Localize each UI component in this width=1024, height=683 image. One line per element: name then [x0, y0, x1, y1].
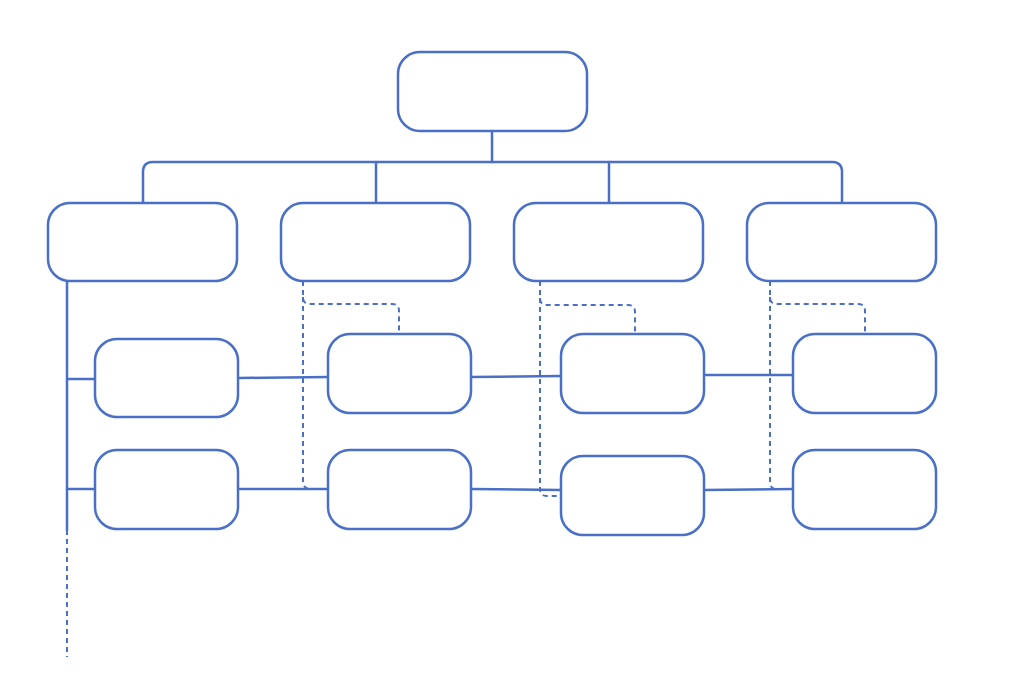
row-1-link-b — [469, 374, 563, 379]
branch-node-3 — [512, 201, 705, 283]
child-node-4-1 — [791, 332, 938, 415]
child-node-2-1 — [326, 332, 473, 415]
cross-links — [236, 373, 795, 492]
child-node-2-2 — [326, 448, 473, 531]
branch-3-dashed-link-bottom — [539, 298, 561, 497]
child-node-1-1 — [93, 337, 240, 419]
branch-1-connectors — [65, 279, 97, 657]
row-2-link-b — [469, 487, 563, 492]
child-node-1-2 — [93, 448, 240, 531]
branch-node-1 — [46, 201, 239, 283]
branch-2-dashed-link-top — [302, 281, 400, 333]
branch-node-2 — [279, 201, 472, 283]
branch-2-dashed-link-bottom — [302, 297, 328, 490]
root-connectors — [141, 129, 844, 205]
row-1-link-a — [236, 375, 330, 380]
branch-4-dashed-link-bottom — [769, 297, 793, 490]
child-node-4-2 — [791, 448, 938, 531]
branch-node-4 — [745, 201, 938, 283]
branch-bus-line — [141, 160, 844, 205]
row-2-link-c — [702, 487, 795, 492]
branch-3-dashed-link-top — [539, 281, 636, 333]
child-node-3-2 — [559, 454, 706, 537]
child-node-3-1 — [559, 332, 706, 415]
branch-4-dashed-link-top — [769, 281, 866, 333]
root-node — [396, 50, 589, 133]
